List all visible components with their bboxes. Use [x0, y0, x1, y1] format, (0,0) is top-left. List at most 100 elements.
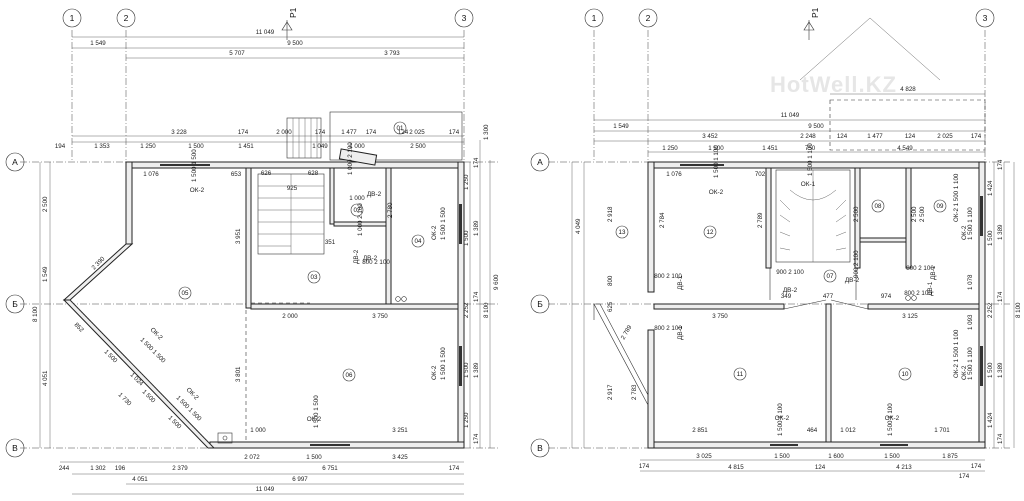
dim-top: 174: [971, 133, 982, 140]
section-mark-label: Р1: [288, 7, 298, 18]
room-bubble-10: [898, 367, 912, 381]
axis-label-a: А: [537, 157, 543, 167]
dim-top: 124: [837, 133, 848, 140]
dim-top: 1 000: [349, 143, 365, 150]
dim-left: 2 500: [42, 196, 49, 212]
window-tag: ОК-2: [709, 189, 724, 196]
opening-size: 1 500 1 500: [313, 395, 320, 428]
dim-inner: 3 750: [712, 313, 728, 320]
dim-inner: 477: [823, 293, 834, 300]
axis-bubble-2: [638, 8, 658, 28]
dim-right: 1 250: [463, 174, 470, 190]
dim-bottom: 1 500: [306, 454, 322, 461]
dim-top: 750: [805, 145, 816, 152]
dim-top: 124: [398, 129, 409, 136]
dim-inner: 3 125: [902, 313, 918, 320]
dim-right: 174: [473, 433, 480, 444]
window-tag: ОК-2: [961, 225, 968, 240]
dim-inner: 1 730: [117, 391, 133, 407]
dim-left: 2 917: [607, 384, 614, 400]
dim-bottom: 174: [639, 463, 650, 470]
opening-size: 800 2 100: [654, 273, 682, 280]
dim-right: 174: [473, 291, 480, 302]
dim-bottom: 6 751: [322, 465, 338, 472]
opening-size: 800 2 100: [906, 265, 934, 272]
window-tag: ОК-2: [190, 187, 205, 194]
dim-top: 2 500: [410, 143, 426, 150]
opening-size: 1 500 1 100: [777, 403, 784, 436]
opening-size: 1 000 2 100: [357, 203, 364, 236]
room-number: 12: [707, 229, 714, 236]
dim-top: 174: [238, 129, 249, 136]
dim-inner: 2 780: [387, 202, 394, 218]
room-number: 02: [354, 207, 361, 214]
room-bubble-03: [307, 270, 321, 284]
dim-top: 1 353: [94, 143, 110, 150]
axis-label-2: 2: [646, 13, 651, 23]
dim-bottom: 3 025: [696, 453, 712, 460]
dim-bottom: 174: [959, 473, 970, 480]
room-bubble-06: [342, 368, 356, 382]
axis-label-b: Б: [537, 299, 543, 309]
dim-bottom: 124: [815, 464, 826, 471]
axis-label-1: 1: [592, 13, 597, 23]
dim-left: 1 549: [42, 266, 49, 282]
dim-right: 8 100: [483, 302, 490, 318]
dim-top: 5 707: [229, 50, 245, 57]
room-bubble-02: [350, 203, 364, 217]
dim-inner: 1 701: [934, 427, 950, 434]
dim-right: 1 424: [987, 180, 994, 196]
section-mark-right: Р1: [803, 7, 820, 40]
room-number: 05: [182, 290, 189, 297]
dim-left: 2 918: [607, 206, 614, 222]
dim-top: 174: [315, 129, 326, 136]
axis-bubble-3: [454, 8, 474, 28]
dim-right: 1 500: [987, 362, 994, 378]
room-bubble-08: [871, 199, 885, 213]
dim-bottom: 1 600: [828, 453, 844, 460]
left-plan: 1 2 3 А Б В Р1 11 049 1 549 9 5: [5, 7, 500, 495]
room-number: 10: [902, 371, 909, 378]
dim-inner: 974: [881, 293, 892, 300]
room-number: 09: [937, 203, 944, 210]
dim-left: 625: [607, 301, 614, 312]
dim-bottom: 2 379: [172, 465, 188, 472]
dim-left: 4 051: [42, 370, 49, 386]
axis-markers-left: 1 2 3 А Б В: [5, 8, 474, 458]
dim-bottom: 244: [59, 465, 70, 472]
window-tag: ОК-2: [185, 386, 200, 401]
dim-top: 1 549: [90, 40, 106, 47]
dim-bottom: 1 500: [774, 453, 790, 460]
dim-top: 1 049: [312, 143, 328, 150]
room-number: 01: [397, 125, 404, 132]
dim-top: 3 452: [702, 133, 718, 140]
dim-total-top: 11 049: [781, 112, 800, 119]
dim-bottom: 4 051: [132, 476, 148, 483]
door-tag: ДВ-1: [677, 325, 684, 340]
dim-right: 1 424: [987, 412, 994, 428]
dim-left: 2 789: [620, 324, 634, 341]
axis-bubble-3: [975, 8, 995, 28]
axis-bubble-v: [530, 438, 550, 458]
window-tag: ОК-2: [961, 365, 968, 380]
axis-label-v: В: [537, 443, 543, 453]
room-bubble-04: [411, 234, 425, 248]
dim-inner: 702: [755, 171, 766, 178]
dim-inner: 852: [73, 321, 86, 334]
dim-inner: 2 500: [911, 206, 918, 222]
dim-right: 174: [997, 433, 1004, 444]
axis-bubble-a: [530, 152, 550, 172]
dim-right: 1 250: [463, 412, 470, 428]
dim-top: 3 228: [171, 129, 187, 136]
dim-right: 1 500: [987, 230, 994, 246]
dim-inner: 3 951: [235, 228, 242, 244]
dim-inner: 1 012: [840, 427, 856, 434]
dim-right: 174: [997, 159, 1004, 170]
right-plan: 1 2 3 А Б В Р1 11 049 1 549 9: [530, 7, 1022, 480]
dim-top: 1 549: [613, 123, 629, 130]
axis-label-3: 3: [983, 13, 988, 23]
axis-bubble-1: [584, 8, 604, 28]
room-number: 07: [827, 273, 834, 280]
dim-inner: 626: [261, 170, 272, 177]
door-tag: ДВ-1: [927, 281, 934, 296]
